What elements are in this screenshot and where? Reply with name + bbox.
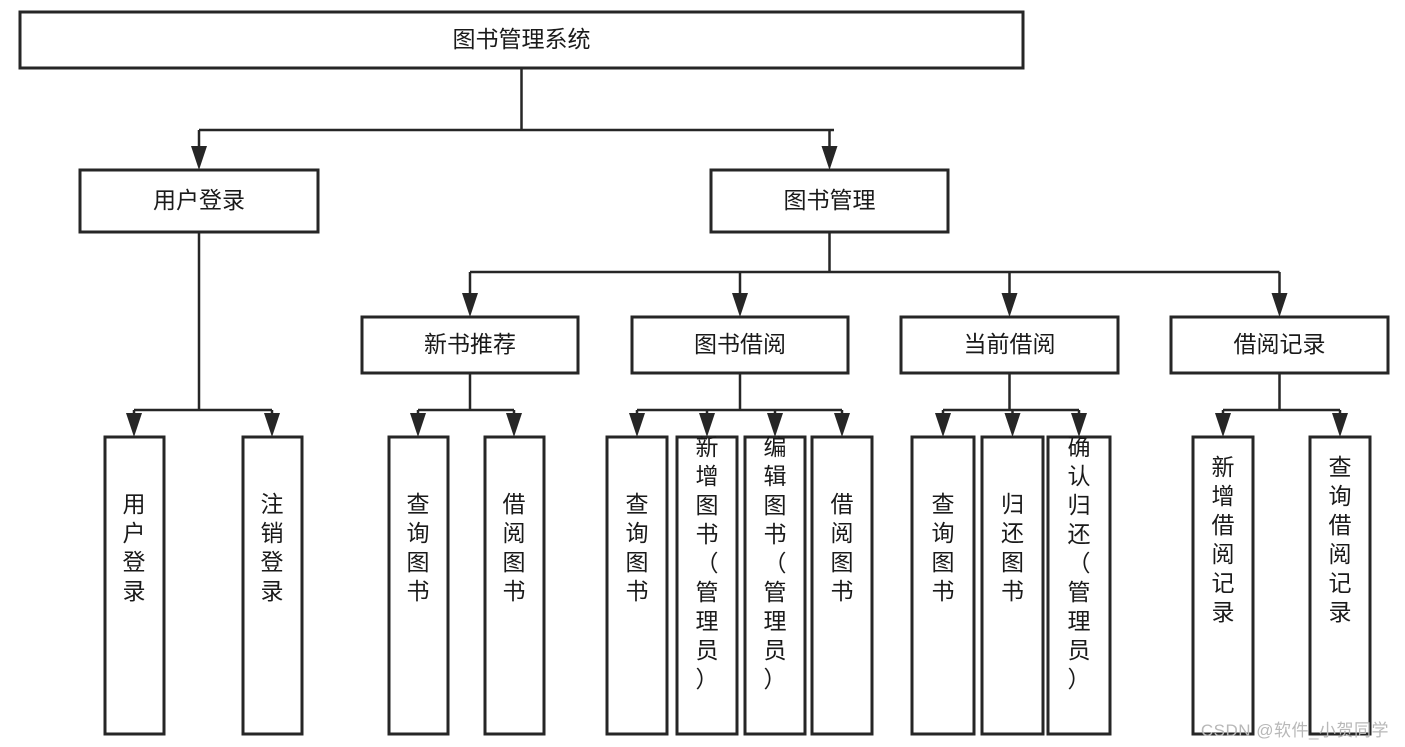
node-leaf-6-label: 编辑图书（管理员）: [764, 434, 787, 692]
arrowhead-current: [1001, 293, 1018, 317]
node-leaf-0-rect[interactable]: [103, 435, 166, 736]
arrowhead-leaf-1: [264, 413, 280, 437]
node-book-borrow-label: 图书借阅: [694, 331, 786, 357]
node-book-management[interactable]: 图书管理: [709, 168, 950, 234]
node-leaf-4-rect[interactable]: [605, 435, 669, 736]
node-leaf-2-rect[interactable]: [387, 435, 450, 736]
node-book-borrow-rect[interactable]: [630, 315, 850, 375]
node-leaf-edit-book-admin[interactable]: 编辑图书（管理员）: [743, 434, 807, 736]
node-leaf-query-book-a[interactable]: 查询图书: [387, 435, 450, 736]
node-leaf-3-rect[interactable]: [483, 435, 546, 736]
node-leaf-4-label: 查询图书: [626, 491, 649, 604]
csdn-watermark: CSDN @软件_小贺同学: [1200, 721, 1389, 740]
arrowhead-leaf-0: [126, 413, 142, 437]
node-leaf-borrow-book-b[interactable]: 借阅图书: [810, 435, 874, 736]
arrowhead-leaf-11: [1215, 413, 1231, 437]
node-leaf-6-rect[interactable]: [743, 435, 807, 736]
node-user-login-rect[interactable]: [78, 168, 320, 234]
node-leaf-query-book-c[interactable]: 查询图书: [910, 435, 976, 736]
node-leaf-10-label: 确认归还（管理员）: [1068, 434, 1091, 692]
node-leaf-0-label: 用户登录: [123, 491, 146, 604]
node-borrow-record[interactable]: 借阅记录: [1169, 315, 1390, 375]
arrowhead-leaf-5: [699, 413, 715, 437]
node-leaf-11-label: 新增借阅记录: [1212, 454, 1235, 625]
connector-layer: [126, 68, 1348, 437]
node-leaf-logout[interactable]: 注销登录: [241, 435, 304, 736]
node-book-management-rect[interactable]: [709, 168, 950, 234]
arrowhead-leaf-7: [834, 413, 850, 437]
node-new-book-recommend[interactable]: 新书推荐: [360, 315, 580, 375]
node-leaf-add-borrow-record[interactable]: 新增借阅记录: [1191, 435, 1255, 736]
node-leaf-8-label: 查询图书: [932, 491, 955, 604]
node-leaf-12-rect[interactable]: [1308, 435, 1372, 736]
arrowhead-user-login: [191, 146, 207, 170]
node-leaf-9-rect[interactable]: [980, 435, 1045, 736]
node-leaf-5-rect[interactable]: [675, 435, 739, 736]
node-leaf-query-book-b[interactable]: 查询图书: [605, 435, 669, 736]
node-leaf-2-label: 查询图书: [407, 491, 430, 604]
node-new-book-recommend-rect[interactable]: [360, 315, 580, 375]
node-leaf-10-rect[interactable]: [1046, 435, 1112, 736]
arrowhead-record: [1271, 293, 1288, 317]
node-borrow-record-rect[interactable]: [1169, 315, 1390, 375]
arrowhead-new-book: [462, 293, 478, 317]
node-leaf-5-label: 新增图书（管理员）: [696, 434, 719, 692]
arrowhead-borrow: [732, 293, 748, 317]
arrowhead-leaf-9: [1004, 413, 1021, 437]
node-root-rect[interactable]: [18, 10, 1025, 70]
node-user-login[interactable]: 用户登录: [78, 168, 320, 234]
arrowhead-leaf-12: [1332, 413, 1348, 437]
node-leaf-confirm-return-admin[interactable]: 确认归还（管理员）: [1046, 434, 1112, 736]
node-leaf-1-rect[interactable]: [241, 435, 304, 736]
arrowhead-leaf-6: [767, 413, 783, 437]
node-new-book-recommend-label: 新书推荐: [424, 331, 516, 357]
node-leaf-return-book[interactable]: 归还图书: [980, 435, 1045, 736]
node-leaf-11-rect[interactable]: [1191, 435, 1255, 736]
arrowhead-book-mgmt: [821, 146, 838, 170]
arrowhead-leaf-3: [506, 413, 522, 437]
node-leaf-user-login[interactable]: 用户登录: [103, 435, 166, 736]
node-leaf-7-label: 借阅图书: [831, 491, 854, 604]
arrowhead-leaf-8: [935, 413, 951, 437]
arrowhead-leaf-10: [1071, 413, 1087, 437]
node-borrow-record-label: 借阅记录: [1234, 331, 1326, 357]
node-current-borrow-rect[interactable]: [899, 315, 1120, 375]
node-root-label: 图书管理系统: [453, 26, 591, 52]
node-leaf-borrow-book-a[interactable]: 借阅图书: [483, 435, 546, 736]
arrowhead-leaf-4: [629, 413, 645, 437]
node-leaf-12-label: 查询借阅记录: [1329, 454, 1352, 625]
node-leaf-9-label: 归还图书: [1001, 491, 1024, 604]
node-leaf-1-label: 注销登录: [261, 491, 284, 604]
node-current-borrow-label: 当前借阅: [964, 331, 1056, 357]
node-leaf-add-book-admin[interactable]: 新增图书（管理员）: [675, 434, 739, 736]
node-leaf-7-rect[interactable]: [810, 435, 874, 736]
arrowhead-leaf-2: [410, 413, 426, 437]
node-leaf-3-label: 借阅图书: [503, 491, 526, 604]
node-book-borrow[interactable]: 图书借阅: [630, 315, 850, 375]
node-leaf-query-borrow-record[interactable]: 查询借阅记录: [1308, 435, 1372, 736]
node-book-management-label: 图书管理: [784, 187, 876, 213]
node-current-borrow[interactable]: 当前借阅: [899, 315, 1120, 375]
node-user-login-label: 用户登录: [153, 187, 245, 213]
node-root[interactable]: 图书管理系统: [18, 10, 1025, 70]
node-leaf-8-rect[interactable]: [910, 435, 976, 736]
